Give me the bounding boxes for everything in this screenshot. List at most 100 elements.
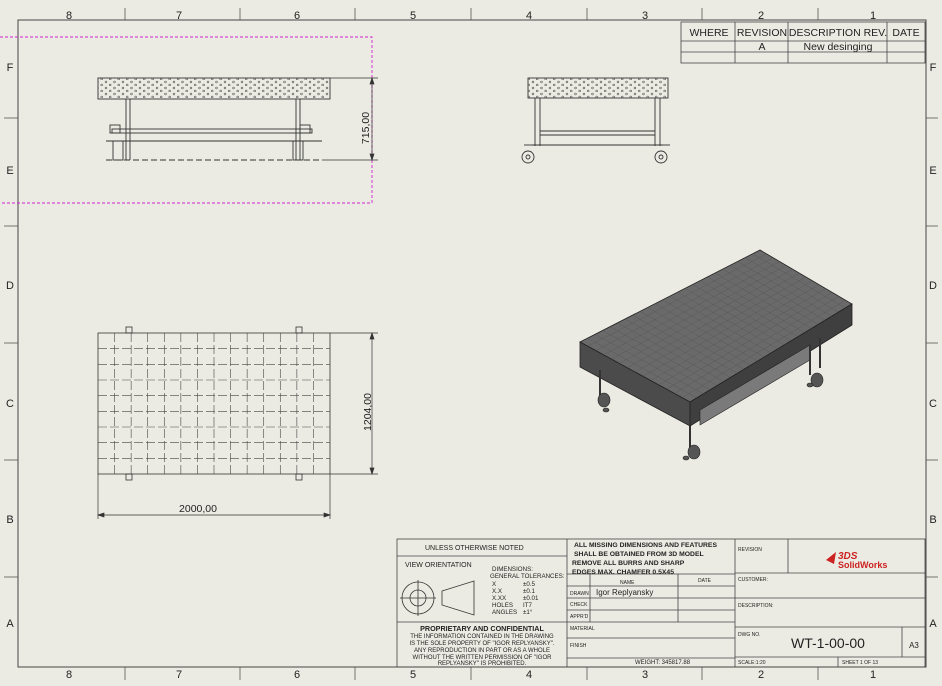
note-line: EDGES MAX. CHAMFER 0.5X45 [572, 569, 674, 576]
note-line: ALL MISSING DIMENSIONS AND FEATURES [574, 542, 717, 549]
rev-header-where: WHERE [689, 27, 728, 39]
dim-text-width: 1204,00 [362, 393, 374, 431]
proprietary-title: PROPRIETARY AND CONFIDENTIAL [420, 624, 544, 633]
note-line: REMOVE ALL BURRS AND SHARP [572, 560, 685, 567]
iso-grid-line [611, 265, 787, 360]
iso-grid-line [674, 296, 839, 394]
tol-value: ±0.5 [523, 581, 536, 588]
row-label: B [6, 514, 13, 526]
proprietary-line: REPLYANSKY" IS PROHIBITED. [438, 661, 527, 667]
row-label: F [7, 62, 14, 74]
drawing-number: WT-1-00-00 [791, 635, 865, 651]
weight-label: WEIGHT: 345817.88 [635, 660, 691, 666]
revision-table [680, 21, 926, 64]
iso-grid-line [666, 292, 833, 390]
check-label: CHECK [570, 602, 588, 608]
view-orientation-label: VIEW ORIENTATION [405, 562, 472, 569]
iso-grid-line [634, 276, 807, 373]
dim-text-height: 715,00 [360, 112, 372, 144]
row-label: D [6, 280, 14, 292]
rev-row-description: New desinging [804, 41, 873, 53]
row-label: E [6, 165, 13, 177]
zone-ticks [4, 8, 938, 680]
title-block [396, 538, 926, 668]
col-label: 4 [526, 10, 532, 22]
row-label: F [930, 62, 937, 74]
col-label: 7 [176, 10, 182, 22]
isometric-view[interactable] [579, 249, 853, 461]
apprd-label: APPR'D [570, 614, 589, 620]
proprietary-line: THE INFORMATION CONTAINED IN THE DRAWING [410, 634, 554, 640]
dims-heading-2: GENERAL TOLERANCES: [490, 573, 565, 580]
col-label: 1 [870, 10, 876, 22]
rev-header-description: DESCRIPTION REV. [789, 27, 887, 39]
sheet-label: SHEET 1 OF 13 [842, 660, 878, 666]
rev-header-revision: REVISION [737, 27, 787, 39]
side-view[interactable] [521, 77, 670, 164]
logo-mark: 3DS [838, 551, 858, 562]
rev-header-date: DATE [892, 27, 919, 39]
col-label: 3 [642, 10, 648, 22]
col-label: 2 [758, 669, 764, 681]
description-label: DESCRIPTION: [738, 603, 774, 609]
row-label: A [6, 618, 14, 630]
col-label: 5 [410, 669, 416, 681]
view-orientation-symbol [400, 580, 475, 616]
tol-label: X [492, 581, 496, 588]
tol-label: ANGLES [492, 609, 517, 616]
col-label: 5 [410, 10, 416, 22]
dimension-length [96, 474, 332, 519]
iso-grid-line [682, 299, 846, 398]
date-header: DATE [698, 578, 712, 584]
proprietary-line: IS THE SOLE PROPERTY OF "IGOR REPLYANSKY… [409, 641, 554, 647]
dims-heading-1: DIMENSIONS: [492, 566, 533, 573]
row-label: A [929, 618, 937, 630]
front-view[interactable] [97, 77, 331, 161]
solidworks-logo: 3DS SolidWorks [826, 551, 887, 570]
finish-label: FINISH [570, 643, 587, 649]
col-label: 6 [294, 10, 300, 22]
drawn-by-name: Igor Replyansky [596, 588, 653, 597]
iso-grid-line [627, 272, 800, 368]
proprietary-line: ANY REPRODUCTION IN PART OR AS A WHOLE [414, 648, 550, 654]
iso-grid-line [642, 280, 813, 377]
tol-value: ±0.1 [523, 588, 536, 595]
top-view-grid [98, 333, 330, 474]
col-label: 8 [66, 669, 72, 681]
note-line: SHALL BE OBTAINED FROM 3D MODEL [574, 551, 704, 558]
row-labels-left: F E D C B A [6, 62, 14, 630]
row-label: C [929, 398, 937, 410]
iso-grid-line [619, 269, 793, 364]
row-label: C [6, 398, 14, 410]
rev-row-revision: A [758, 41, 765, 53]
revision-label: REVISION [738, 547, 762, 553]
column-labels-top: 8 7 6 5 4 3 2 1 [66, 10, 876, 22]
sheet-size: A3 [909, 641, 919, 650]
iso-grid-line [587, 253, 767, 347]
scale-label: SCALE:1:20 [738, 660, 766, 666]
col-label: 4 [526, 669, 532, 681]
dimension-height [322, 76, 378, 162]
column-labels-bottom: 8 7 6 5 4 3 2 1 [66, 669, 876, 681]
tol-value: ±1° [523, 609, 533, 616]
logo-text: SolidWorks [838, 560, 887, 570]
col-label: 6 [294, 669, 300, 681]
proprietary-line: WITHOUT THE WRITTEN PERMISSION OF "IGOR [413, 655, 553, 661]
dim-text-length: 2000,00 [179, 503, 217, 515]
row-label: B [929, 514, 936, 526]
dwg-label: DWG NO. [738, 632, 761, 638]
col-label: 1 [870, 669, 876, 681]
iso-grid-line [650, 284, 820, 381]
name-header: NAME [620, 580, 635, 586]
tol-value: IT7 [523, 602, 532, 609]
col-label: 3 [642, 669, 648, 681]
row-label: D [929, 280, 937, 292]
iso-grid-line [595, 257, 774, 351]
row-labels-right: F E D C B A [929, 62, 937, 630]
col-label: 7 [176, 669, 182, 681]
col-label: 2 [758, 10, 764, 22]
tol-label: X.XX [492, 595, 506, 602]
dimension-width [330, 331, 378, 476]
customer-label: CUSTOMER: [738, 577, 768, 583]
